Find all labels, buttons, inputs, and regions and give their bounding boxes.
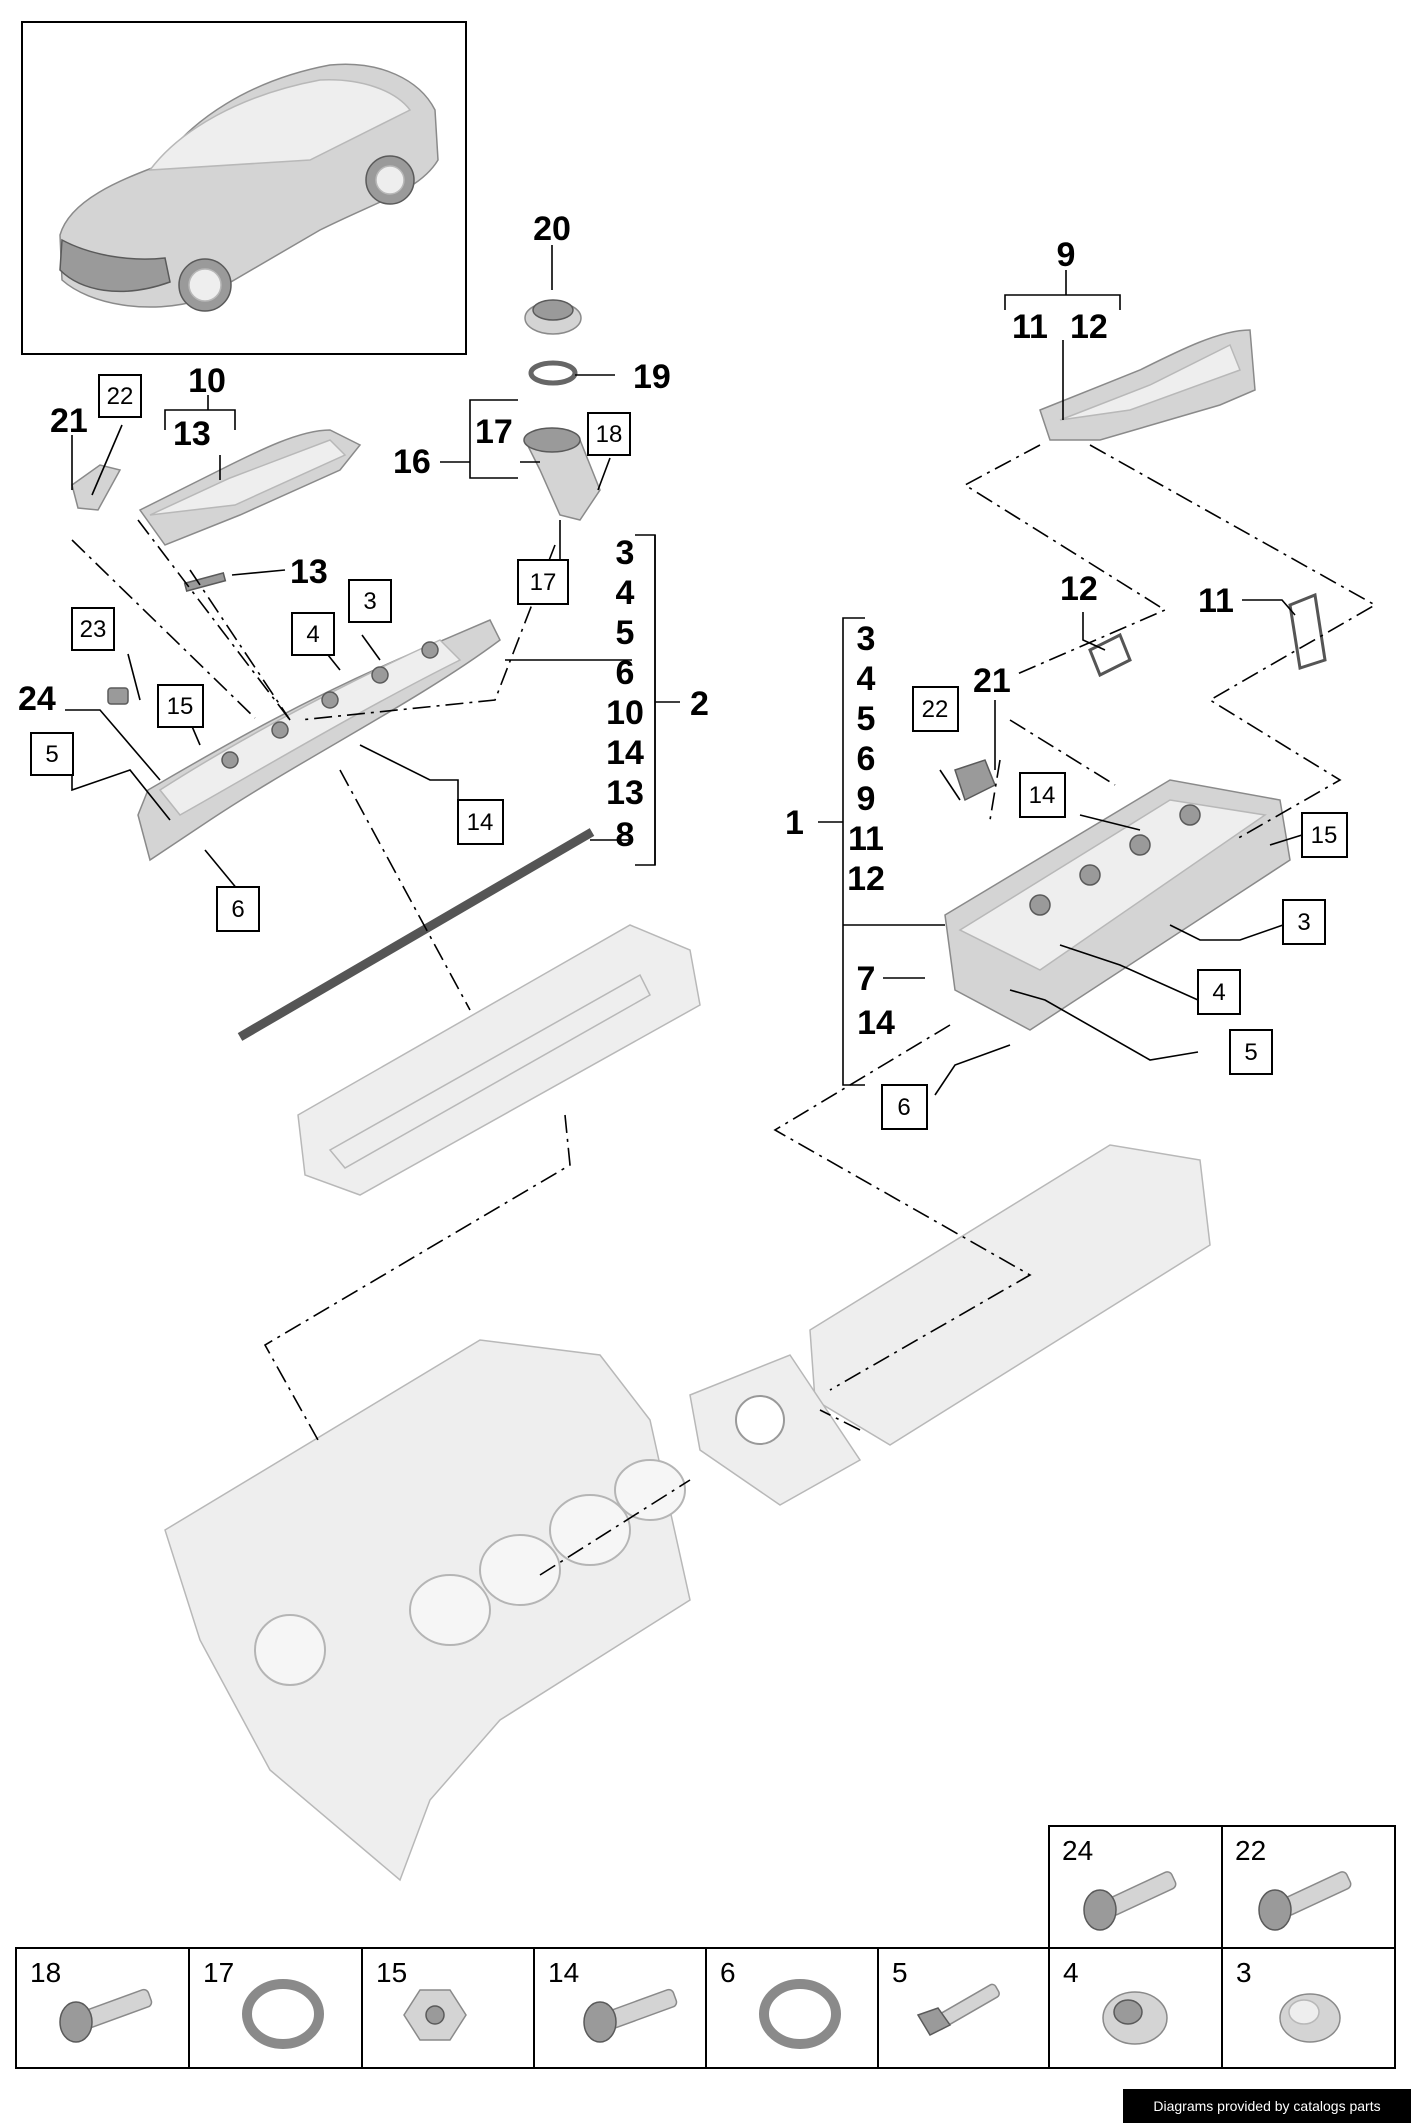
bolt-18-icon (59, 1988, 153, 2043)
callout-11-top: 11 (1012, 308, 1048, 346)
sensor-24-part (107, 687, 129, 705)
callout-12-mid: 12 (1060, 570, 1098, 608)
box-callout-15-left: 15 (167, 693, 194, 720)
left-list-item: 10 (606, 694, 644, 732)
bolt-22-icon (1258, 1871, 1352, 1931)
right-cylinder-head-cover-part (944, 779, 1291, 1031)
left-list-item: 4 (616, 574, 635, 612)
callout-21-right: 21 (973, 662, 1011, 700)
box-callout-4-right: 4 (1212, 979, 1225, 1006)
left-list-item: 13 (606, 774, 644, 812)
table-cell-label: 18 (30, 1957, 61, 1988)
engine-block-ghost (164, 1339, 691, 1882)
table-cell-label: 3 (1236, 1957, 1252, 1988)
left-list-item: 6 (616, 654, 635, 692)
table-cell-label: 17 (203, 1957, 234, 1988)
callout-16: 16 (393, 443, 431, 481)
oil-cap-20-part (524, 299, 582, 335)
right-list-item: 7 (857, 960, 876, 998)
table-cell-label: 6 (720, 1957, 736, 1988)
box-callout-14-left: 14 (467, 809, 494, 836)
right-bracket-9-part (1039, 329, 1256, 441)
right-list-item: 12 (847, 860, 885, 898)
table-cell-label: 4 (1063, 1957, 1079, 1988)
callout-13-top: 13 (173, 415, 211, 453)
callout-13-mid: 13 (290, 553, 328, 591)
seal-19-part (528, 360, 578, 386)
coil-21-part (954, 759, 996, 802)
right-list-item: 4 (857, 660, 876, 698)
box-callout-5-right: 5 (1244, 1039, 1257, 1066)
left-list-item: 3 (616, 534, 635, 572)
box-callout-3-right: 3 (1297, 909, 1310, 936)
callout-20: 20 (533, 210, 571, 248)
box-callout-6-left: 6 (231, 896, 244, 923)
bold-callouts: 20 19 17 16 10 13 21 13 24 2 9 11 12 12 … (18, 210, 1234, 842)
table-cell-label: 5 (892, 1957, 908, 1988)
right-list-item: 9 (857, 780, 876, 818)
bushing-3-icon (1279, 1993, 1341, 2043)
callout-1: 1 (785, 804, 804, 842)
callout-21-left: 21 (50, 402, 88, 440)
right-list-item: 3 (857, 620, 876, 658)
left-list-item: 5 (616, 614, 635, 652)
box-callout-18: 18 (596, 421, 623, 448)
assembly-lines (71, 444, 1377, 1576)
callout-19: 19 (633, 358, 671, 396)
right-list-item: 5 (857, 700, 876, 738)
left-list-item: 14 (606, 734, 644, 772)
boxed-callouts: 22 18 17 3 4 23 15 5 14 6 22 14 15 3 4 5… (30, 374, 1348, 1130)
box-callout-6-right: 6 (897, 1094, 910, 1121)
callout-12-top: 12 (1070, 308, 1108, 346)
bolt-24-icon (1083, 1871, 1177, 1931)
left-cylinder-head-ghost (297, 924, 701, 1196)
gasket-8-strip-part (237, 828, 595, 1041)
head-gasket-part (689, 1354, 862, 1506)
callout-10: 10 (188, 362, 226, 400)
table-cell-label: 24 (1062, 1835, 1093, 1866)
right-cylinder-head-ghost (809, 1144, 1211, 1446)
box-callout-5-left: 5 (45, 741, 58, 768)
bushing-4-icon (1102, 1991, 1168, 2045)
box-callout-22-right: 22 (922, 696, 949, 723)
left-bracket-list: 3 4 5 6 10 14 13 8 (606, 534, 644, 854)
right-list-item: 14 (857, 1004, 895, 1042)
box-callout-23: 23 (80, 616, 107, 643)
seal-ring-6-icon (759, 1979, 841, 2049)
box-callout-15-right: 15 (1311, 822, 1338, 849)
footer-credit: Diagrams provided by catalogs parts (1123, 2089, 1411, 2123)
callout-24: 24 (18, 680, 56, 718)
left-list-item: 8 (616, 816, 635, 854)
box-callout-4-left: 4 (306, 621, 319, 648)
vehicle-thumbnail-image (59, 63, 439, 312)
callout-17-bold: 17 (475, 413, 513, 451)
nut-15-icon (403, 1989, 467, 2041)
callout-11-mid: 11 (1198, 582, 1234, 620)
left-intake-channel-part (138, 429, 362, 546)
box-callout-22-left: 22 (107, 383, 134, 410)
box-callout-3-left: 3 (363, 588, 376, 615)
hardware-table: 24 22 18 17 15 14 6 5 4 3 (15, 1825, 1396, 2069)
right-list-item: 11 (848, 820, 884, 858)
callout-2: 2 (690, 685, 709, 723)
right-bracket-list: 3 4 5 6 9 11 12 7 14 (847, 620, 895, 1042)
filler-neck-17-part (523, 427, 601, 521)
seal-ring-17-icon (242, 1979, 324, 2049)
table-cell-label: 22 (1235, 1835, 1266, 1866)
callout-9: 9 (1057, 236, 1076, 274)
table-cell-label: 15 (376, 1957, 407, 1988)
gasket-12-part (1088, 632, 1132, 678)
left-cam-housing-part (137, 619, 501, 862)
leader-lines (65, 245, 1303, 1096)
box-callout-14-right: 14 (1029, 782, 1056, 809)
table-cell-label: 14 (548, 1957, 579, 1988)
bolt-14-icon (583, 1988, 678, 2043)
gasket-13-part (183, 572, 227, 592)
box-callout-17: 17 (530, 569, 557, 596)
stud-5-icon (916, 1983, 1000, 2036)
right-list-item: 6 (857, 740, 876, 778)
gasket-11-part (1288, 592, 1327, 670)
